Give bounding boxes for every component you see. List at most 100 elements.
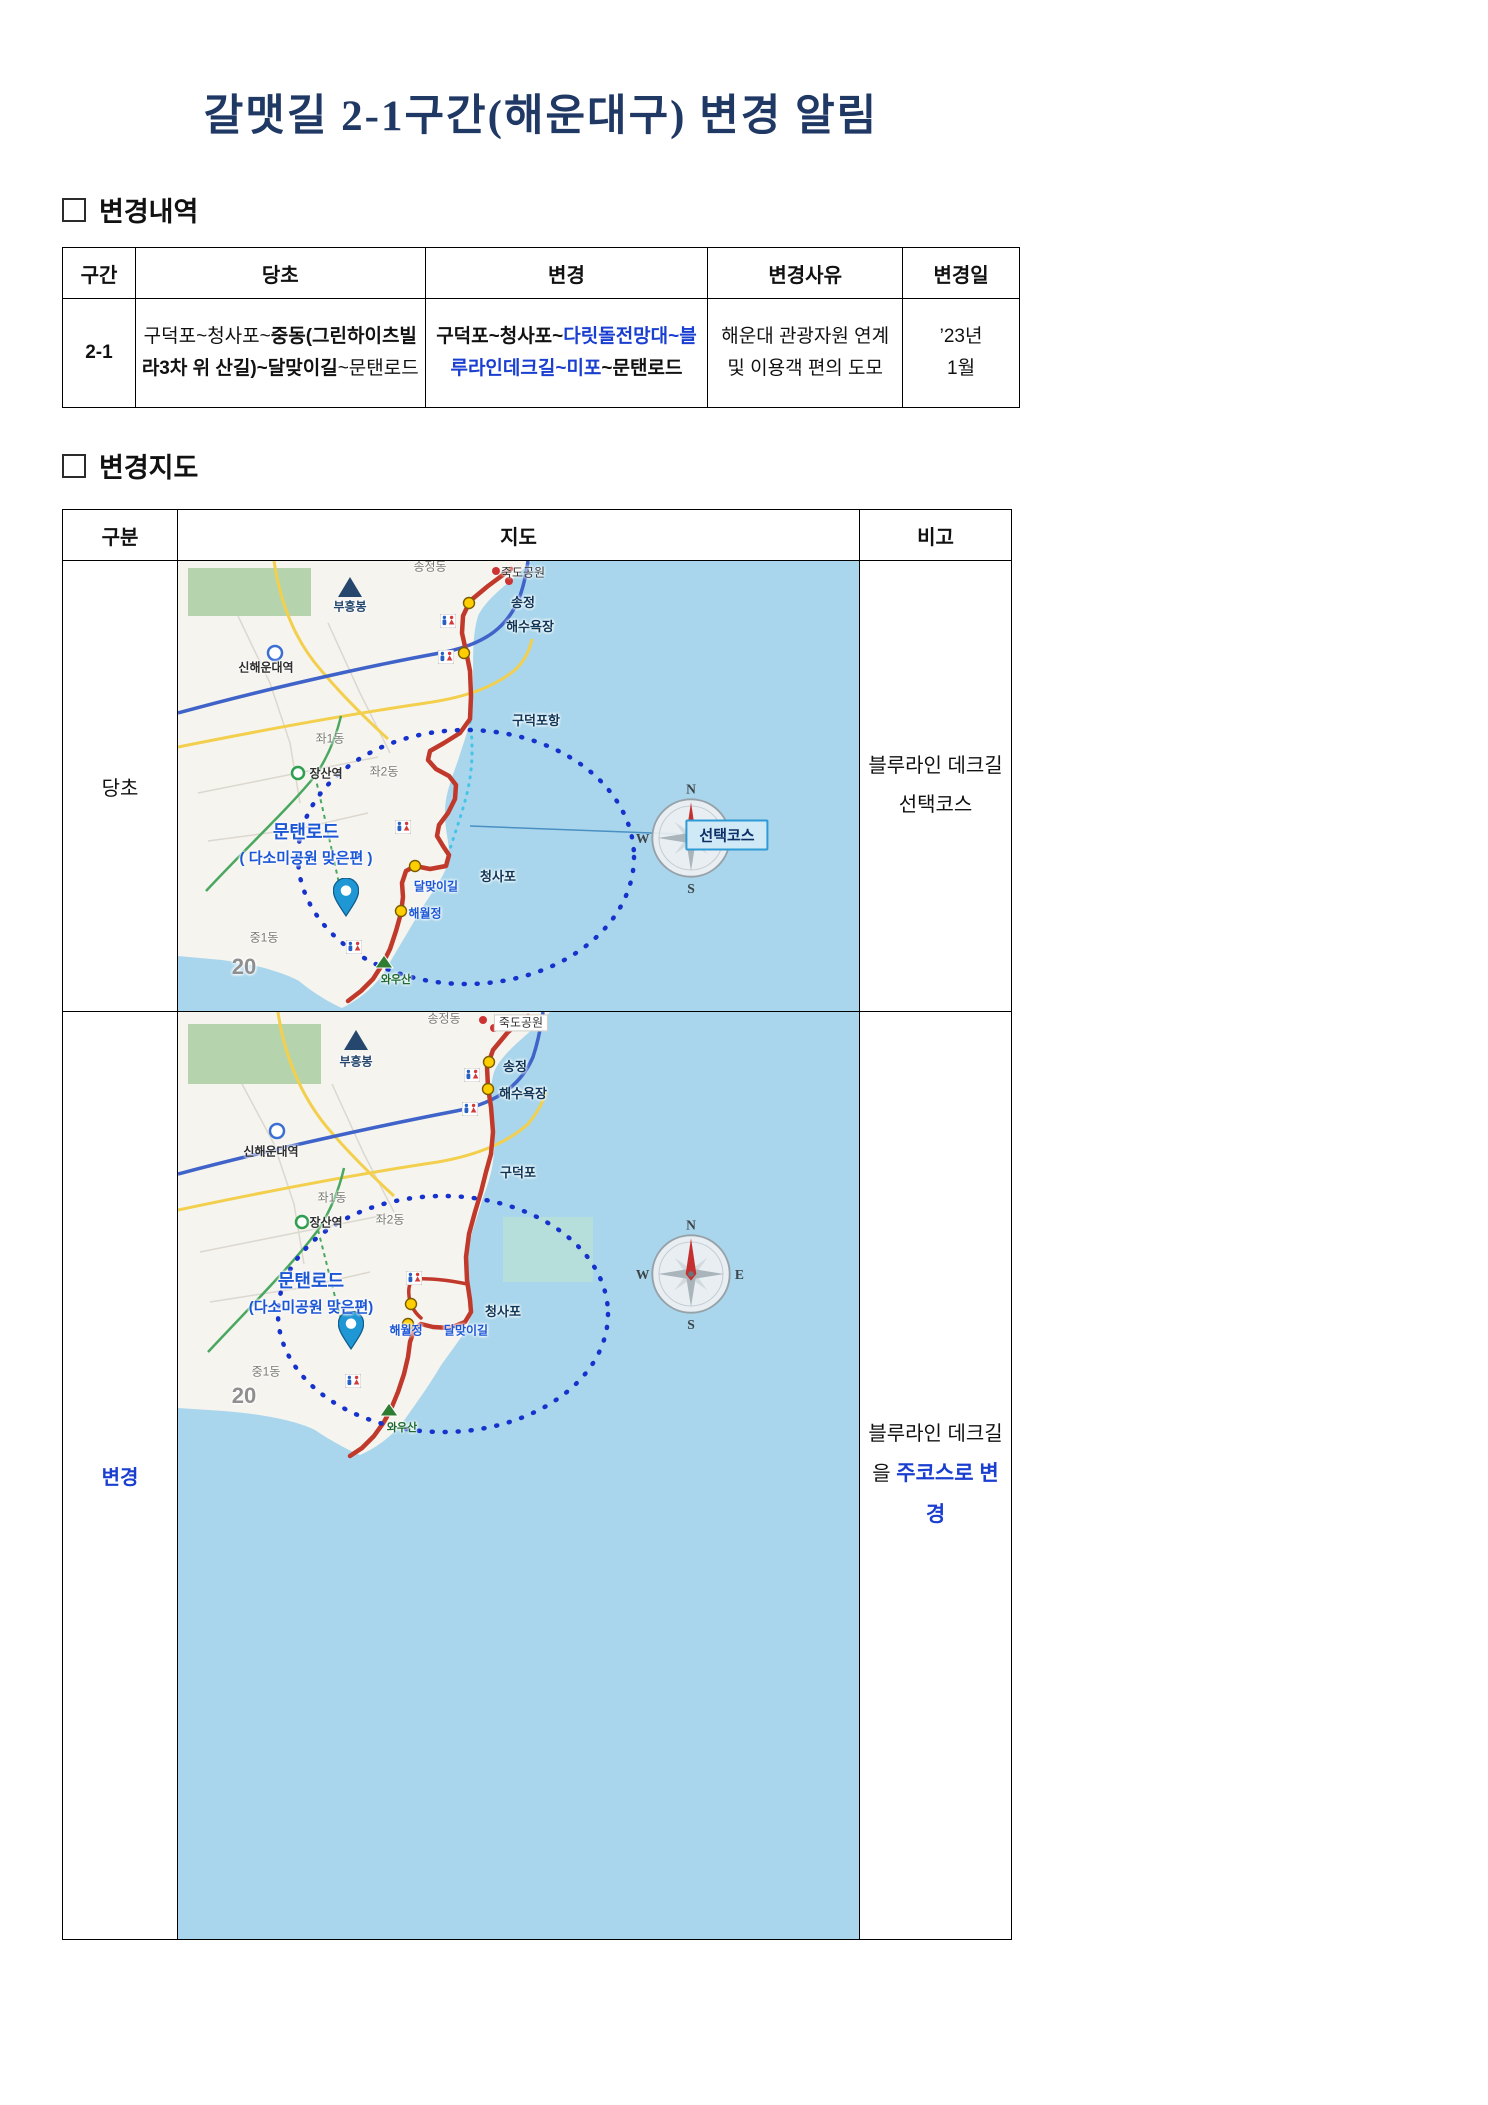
station-label-sinhaeundae: 신해운대역: [238, 660, 294, 675]
restroom-icon: [462, 1102, 478, 1116]
course-marker-dot: [408, 859, 422, 873]
restroom-icon: [406, 1271, 422, 1285]
remark-changed: 블루라인 데크길을 주코스로 변경: [859, 1011, 1012, 1940]
map-changed: 송정동 죽도공원 송정 해수욕장 부흥봉 신해운대역 구덕포 좌1동 장산역 좌…: [178, 1012, 859, 1939]
highlight-ellipse: [295, 727, 637, 987]
station-label-sinhaeundae: 신해운대역: [243, 1144, 299, 1159]
mountain-icon: [374, 954, 394, 969]
map-row-changed: 변경: [62, 1011, 1012, 1940]
district-label-songjeongdong: 송정동: [427, 1012, 461, 1026]
mountain-icon: [379, 1402, 399, 1417]
col-header-original: 당초: [134, 247, 426, 299]
poi-label-cheongsapo: 청사포: [485, 1303, 521, 1319]
park-marker-dot: [505, 577, 513, 585]
map-table-header-row: 구분 지도 비고: [62, 509, 1012, 561]
poi-label-moontan-road-sub: (다소미공원 맞은편): [248, 1298, 374, 1316]
poi-label-wausan: 와우산: [380, 973, 412, 986]
sea-area: [178, 561, 859, 1011]
district-label-jwa2: 좌2동: [369, 764, 399, 779]
poi-label-songjeong: 송정: [503, 1058, 527, 1074]
cell-reason: 해운대 관광자원 연계 및 이용객 편의 도모: [707, 298, 904, 408]
road-number-label: 20: [231, 1382, 257, 1408]
change-map-table: 구분 지도 비고 당초: [62, 509, 1012, 1940]
section-number: 2-1: [85, 341, 113, 363]
subway-line: [207, 1167, 346, 1353]
changed-route-part2: 다릿돌전망대~블루라인데크길~미포: [450, 325, 697, 379]
col-header-reason: 변경사유: [707, 247, 904, 299]
district-label-songjeongdong: 송정동: [413, 561, 447, 574]
col-header-map: 지도: [177, 509, 860, 561]
original-route-part1: 구덕포~청사포~: [143, 325, 271, 347]
restroom-icon: [438, 650, 454, 664]
station-label-jangsan: 장산역: [309, 1215, 343, 1230]
section-heading-map-label: 변경지도: [99, 453, 199, 483]
col-header-changed: 변경: [424, 247, 709, 299]
poi-label-beach: 해수욕장: [506, 618, 554, 634]
station-label-jangsan: 장산역: [309, 766, 343, 781]
map-illustration-original: [178, 561, 859, 1011]
map-cell-changed: 송정동 죽도공원 송정 해수욕장 부흥봉 신해운대역 구덕포 좌1동 장산역 좌…: [177, 1011, 860, 1940]
restroom-icon: [440, 614, 456, 628]
route-line: [347, 1013, 531, 1459]
poi-label-jukdo-park: 죽도공원: [493, 1014, 549, 1032]
poi-label-beach: 해수욕장: [499, 1085, 547, 1101]
col-header-category: 구분: [62, 509, 178, 561]
park-marker-dot: [479, 1016, 487, 1024]
subway-station-icon: [294, 1214, 310, 1230]
main-roads: [178, 1012, 548, 1212]
poi-label-gudeokpo-port: 구덕포항: [512, 712, 560, 728]
main-roads: [178, 561, 534, 749]
map-original: 송정동 죽도공원 송정 해수욕장 부흥봉 신해운대역 구덕포항 좌1동 장산역 …: [178, 561, 859, 1011]
poi-label-songjeong: 송정: [511, 594, 535, 610]
original-route-part3: ~문탠로드: [337, 358, 419, 379]
mountain-icon: [338, 577, 362, 597]
map-row-original: 당초: [62, 560, 1012, 1012]
district-label-jung1: 중1동: [249, 930, 279, 945]
poi-label-jukdo-park: 죽도공원: [500, 565, 546, 580]
table-row: 2-1 구덕포~청사포~중동(그린하이츠빌라3차 위 산길)~달맞이길~문탠로드…: [62, 298, 1020, 408]
original-route-part2: 중동(그린하이츠빌라3차 위 산길)~달맞이길: [141, 325, 417, 379]
park-marker-dot: [492, 567, 500, 575]
forest-area: [188, 1024, 321, 1084]
cell-section: 2-1: [62, 298, 136, 408]
course-marker-dot: [482, 1055, 496, 1069]
restroom-icon: [345, 1374, 361, 1388]
highlight-ellipse: [275, 1193, 611, 1435]
remark-changed-blue: 주코스로 변경: [896, 1462, 999, 1526]
section-bullet-square-icon: [62, 453, 86, 478]
subway-station-icon: [290, 765, 306, 781]
deck-area-tint: [503, 1217, 593, 1282]
poi-label-buheungbong: 부흥봉: [333, 599, 367, 614]
subway-station-icon: [266, 644, 284, 662]
course-marker-dot: [394, 904, 408, 918]
section-heading-history-label: 변경내역: [99, 197, 199, 227]
poi-markers: [268, 1016, 498, 1417]
col-header-remark: 비고: [859, 509, 1012, 561]
course-marker-dot: [457, 646, 471, 660]
section-bullet-square-icon: [62, 197, 86, 222]
poi-label-cheongsapo: 청사포: [480, 868, 516, 884]
minor-roads: [199, 1083, 395, 1303]
course-marker-dot: [481, 1082, 495, 1096]
restroom-icon: [395, 820, 411, 834]
col-header-section: 구간: [62, 247, 136, 299]
district-label-jwa2: 좌2동: [375, 1212, 405, 1227]
map-cell-original: 송정동 죽도공원 송정 해수욕장 부흥봉 신해운대역 구덕포항 좌1동 장산역 …: [177, 560, 860, 1012]
subway-line: [205, 715, 343, 892]
district-label-jwa1: 좌1동: [315, 731, 345, 746]
poi-label-dalmaji: 달맞이길: [443, 1323, 489, 1338]
poi-label-haewoljeong: 해월정: [408, 906, 442, 921]
district-label-jwa1: 좌1동: [317, 1190, 347, 1205]
route-line: [345, 566, 514, 1004]
row-label-changed: 변경: [62, 1011, 178, 1940]
cell-original: 구덕포~청사포~중동(그린하이츠빌라3차 위 산길)~달맞이길~문탠로드: [134, 298, 426, 408]
poi-label-haewoljeong: 해월정: [389, 1323, 423, 1338]
course-marker-dot: [462, 596, 476, 610]
course-marker-dot: [404, 1297, 418, 1311]
remark-changed-black: 블루라인 데크길을: [868, 1423, 1003, 1486]
poi-markers: [266, 567, 513, 969]
map-illustration-changed: [178, 1012, 859, 1939]
poi-label-moontan-road-sub: ( 다소미공원 맞은편 ): [239, 849, 373, 867]
course-marker-dot: [401, 1317, 415, 1331]
